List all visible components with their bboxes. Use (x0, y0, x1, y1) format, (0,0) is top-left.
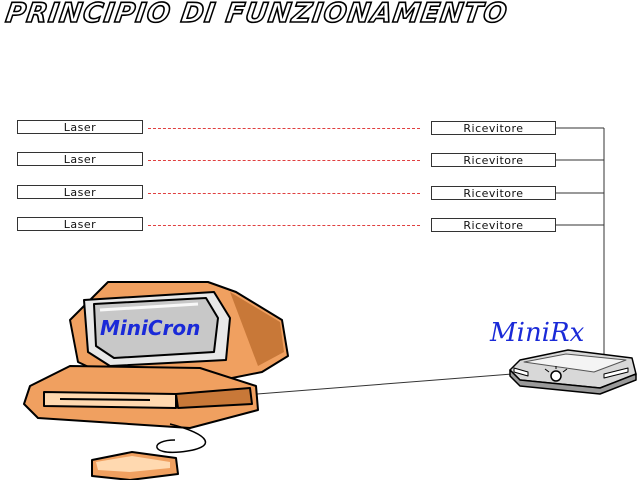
laser-box-4: Laser (17, 217, 143, 231)
data-cable (231, 373, 513, 397)
laser-beam-2 (148, 160, 420, 161)
receiver-box-2: Ricevitore (431, 153, 556, 167)
laser-beam-1 (148, 128, 420, 129)
laser-box-2: Laser (17, 152, 143, 166)
laser-beam-3 (148, 193, 420, 194)
receiver-box-4: Ricevitore (431, 218, 556, 232)
computer-icon (23, 281, 289, 480)
receiver-box-3: Ricevitore (431, 186, 556, 200)
laser-beam-4 (148, 225, 420, 226)
minirx-label: MiniRx (490, 318, 585, 348)
laser-box-1: Laser (17, 120, 143, 134)
minirx-device-icon (509, 349, 637, 395)
minicron-label: MiniCron (100, 316, 201, 340)
receiver-box-1: Ricevitore (431, 121, 556, 135)
receiver-bus-wires (556, 127, 605, 356)
laser-box-3: Laser (17, 185, 143, 199)
